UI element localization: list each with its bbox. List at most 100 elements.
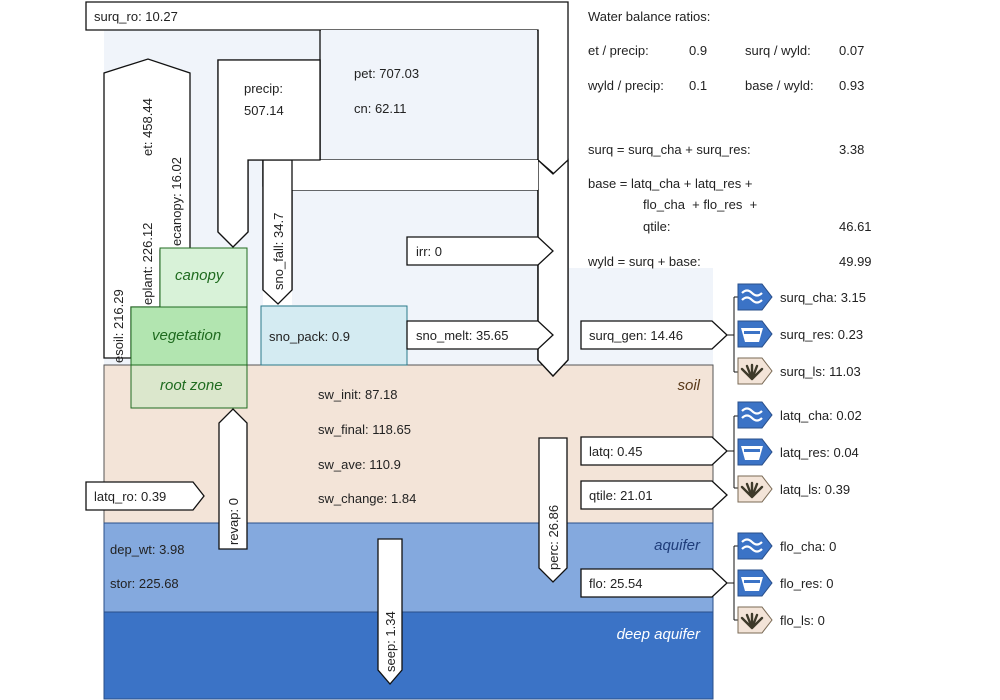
surq-dest-label: surq_ls: 11.03 <box>780 364 861 379</box>
atmosphere-zone-right <box>569 268 713 365</box>
pet-label: pet: 707.03 <box>354 66 419 81</box>
sw-ave-label: sw_ave: 110.9 <box>318 457 401 472</box>
wave-glyph <box>741 538 763 546</box>
wyld-eq-value: 49.99 <box>839 254 872 269</box>
qtile-label: qtile: 21.01 <box>589 488 653 503</box>
water-glyph <box>744 580 760 583</box>
revap-label: revap: 0 <box>226 498 241 545</box>
deep-aquifer-label: deep aquifer <box>617 626 701 643</box>
latq-dest-landscape-icon: latq_ls: 0.39 <box>737 475 850 503</box>
wave-glyph <box>741 296 763 304</box>
sw-final-label: sw_final: 118.65 <box>318 422 411 437</box>
soil-label: soil <box>677 377 700 394</box>
latq-arrow[interactable] <box>580 436 728 466</box>
latq-ro-arrow[interactable] <box>85 481 205 511</box>
seep-arrow[interactable] <box>377 538 403 685</box>
latq-dest-reservoir-icon: latq_res: 0.04 <box>737 438 859 466</box>
revap-arrow[interactable] <box>218 408 248 550</box>
surq-eq-label: surq = surq_cha + surq_res: <box>588 142 751 157</box>
flo-arrow[interactable] <box>580 568 728 598</box>
latq-dest-label: latq_res: 0.04 <box>780 445 859 460</box>
wyld-precip-label: wyld / precip: <box>588 78 664 93</box>
sw-init-label: sw_init: 87.18 <box>318 387 398 402</box>
stor-label: stor: 225.68 <box>110 576 179 591</box>
pet-cn-area <box>321 30 537 160</box>
perc-label: perc: 26.86 <box>546 505 561 570</box>
canopy-label: canopy <box>175 267 225 284</box>
wyld-eq-label: wyld = surq + base: <box>588 254 701 269</box>
latq-label: latq: 0.45 <box>589 444 643 459</box>
surq-dest-label: surq_cha: 3.15 <box>780 290 866 305</box>
sno-fall-label: sno_fall: 34.7 <box>271 213 286 290</box>
precip-down-arrow[interactable] <box>217 59 321 248</box>
precip-label-line2: 507.14 <box>244 103 284 118</box>
surq-connector <box>727 296 738 373</box>
surq-dest-label: surq_res: 0.23 <box>780 327 863 342</box>
esoil-label: esoil: 216.29 <box>111 289 126 363</box>
aquifer-label: aquifer <box>654 537 701 554</box>
surq-gen-arrow[interactable] <box>580 320 728 350</box>
irr-label: irr: 0 <box>416 244 442 259</box>
seep-label: seep: 1.34 <box>383 611 398 672</box>
root-zone-box <box>130 364 248 409</box>
sno-pack-label: sno_pack: 0.9 <box>269 329 350 344</box>
aquifer-zone <box>103 522 714 613</box>
surq-eq-value: 3.38 <box>839 142 865 157</box>
channel-icon <box>737 532 773 560</box>
et-precip-value: 0.9 <box>689 43 708 58</box>
base-eq-line2: flo_cha + flo_res + <box>643 197 758 212</box>
surq-wyld-label: surq / wyld: <box>745 43 811 58</box>
precip-label-line1: precip: <box>244 81 283 96</box>
latq-dest-channel-icon: latq_cha: 0.02 <box>737 401 862 429</box>
qtile-arrow[interactable] <box>580 480 728 510</box>
sno-melt-label: sno_melt: 35.65 <box>416 328 509 343</box>
water-glyph <box>744 449 760 452</box>
base-wyld-label: base / wyld: <box>745 78 814 93</box>
vegetation-box <box>130 306 248 366</box>
ratios-title: Water balance ratios: <box>588 9 711 24</box>
flo-connector <box>727 545 738 621</box>
channel-icon <box>737 401 773 429</box>
latq-connector <box>727 415 738 489</box>
latq-dest-label: latq_cha: 0.02 <box>780 408 862 423</box>
eplant-label: eplant: 226.12 <box>140 223 155 305</box>
et-label: et: 458.44 <box>140 98 155 156</box>
perc-arrow[interactable] <box>538 437 568 583</box>
water-glyph <box>744 331 760 334</box>
vegetation-label: vegetation <box>152 327 221 344</box>
sw-change-label: sw_change: 1.84 <box>318 491 416 506</box>
wyld-precip-value: 0.1 <box>689 78 708 93</box>
root-zone-label: root zone <box>160 377 223 394</box>
surq-dest-landscape-icon: surq_ls: 11.03 <box>737 357 861 385</box>
cn-label: cn: 62.11 <box>354 101 407 116</box>
flo-dest-reservoir-icon: flo_res: 0 <box>737 569 833 597</box>
irr-arrow[interactable] <box>406 236 554 266</box>
et-precip-label: et / precip: <box>588 43 649 58</box>
surq-dest-reservoir-icon: surq_res: 0.23 <box>737 320 863 348</box>
flo-dest-label: flo_ls: 0 <box>780 613 825 628</box>
water-balance-ratios-panel: Water balance ratios: et / precip: 0.9 s… <box>588 0 888 270</box>
base-eq-line1: base = latq_cha + latq_res + <box>588 176 753 191</box>
latq-ro-label: latq_ro: 0.39 <box>94 489 166 504</box>
grass-glyph <box>740 612 764 630</box>
dep-wt-label: dep_wt: 3.98 <box>110 542 184 557</box>
grass-glyph <box>740 481 764 499</box>
latq-dest-label: latq_ls: 0.39 <box>780 482 850 497</box>
wave-glyph <box>741 289 763 297</box>
flo-dest-channel-icon: flo_cha: 0 <box>737 532 836 560</box>
surq-ro-label: surq_ro: 10.27 <box>94 9 178 24</box>
deep-aquifer-zone <box>103 611 714 700</box>
flo-dest-label: flo_cha: 0 <box>780 539 836 554</box>
flo-dest-landscape-icon: flo_ls: 0 <box>737 606 825 634</box>
base-eq-value: 46.61 <box>839 219 872 234</box>
base-wyld-value: 0.93 <box>839 78 865 93</box>
surq-wyld-value: 0.07 <box>839 43 865 58</box>
flo-label: flo: 25.54 <box>589 576 643 591</box>
sno-pack-box <box>260 305 408 366</box>
ecanopy-label: ecanopy: 16.02 <box>169 157 184 246</box>
wave-glyph <box>741 414 763 422</box>
sno-melt-arrow[interactable] <box>406 320 554 350</box>
grass-glyph <box>740 363 764 381</box>
base-eq-line3: qtile: <box>643 219 671 234</box>
